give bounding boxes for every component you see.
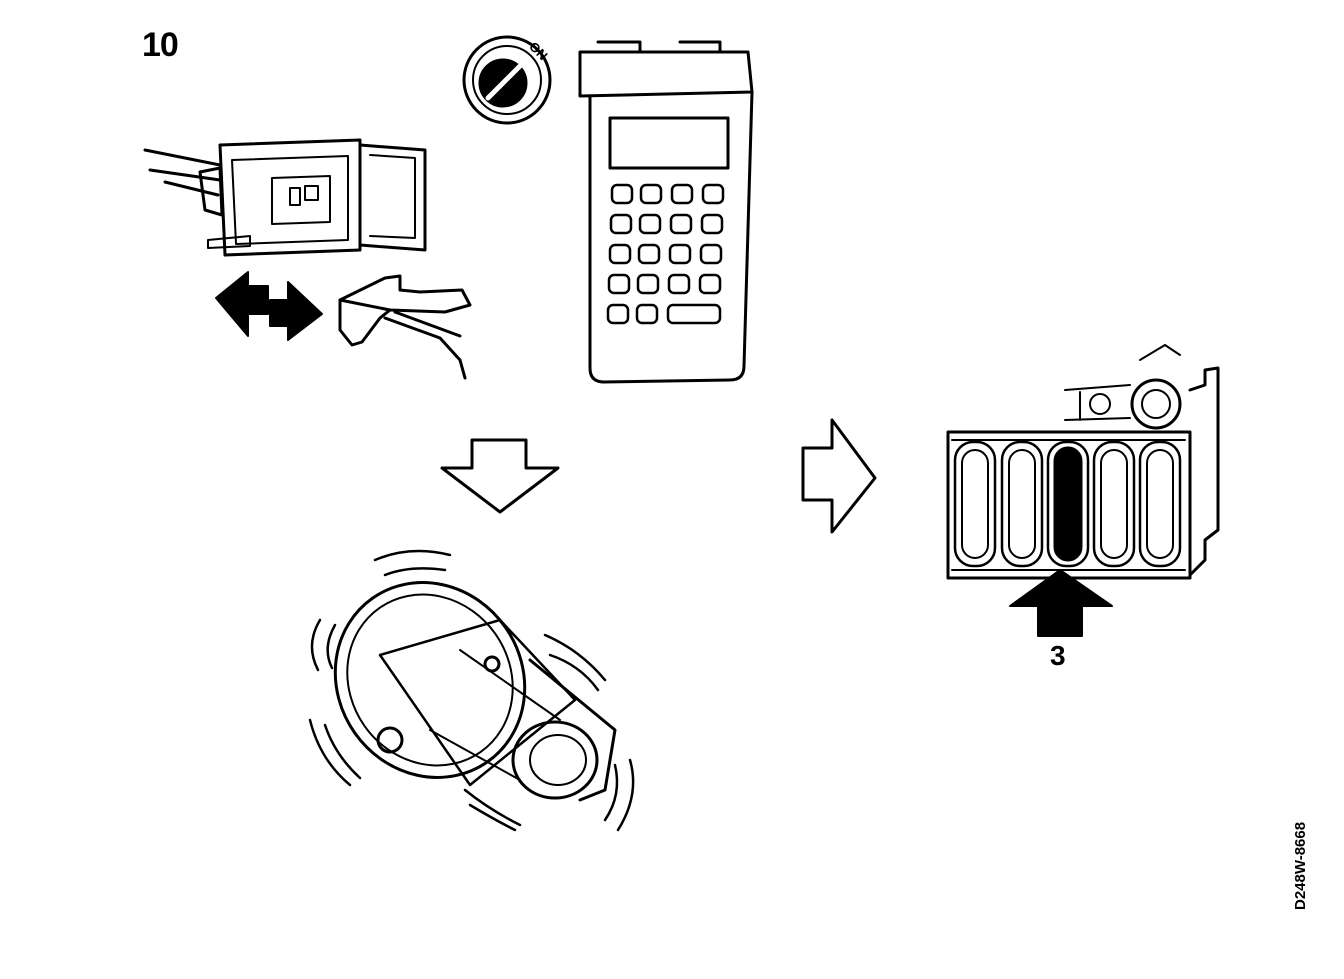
step-number: 10 [142,26,179,64]
connector-icon [143,138,427,257]
double-arrow-icon [215,271,323,341]
hollow-arrow-down-icon [440,438,560,514]
scan-tool-icon [578,40,754,384]
figure-code: D248W-8668 [1292,821,1309,910]
plug-icon [338,274,472,380]
solid-arrow-up-icon [1009,569,1113,637]
callout-number: 3 [1050,640,1066,671]
motor-icon [308,549,635,832]
ignition-switch-icon: ON [462,35,552,125]
fuse-block-icon [946,344,1220,580]
hollow-arrow-right-icon [801,418,877,534]
